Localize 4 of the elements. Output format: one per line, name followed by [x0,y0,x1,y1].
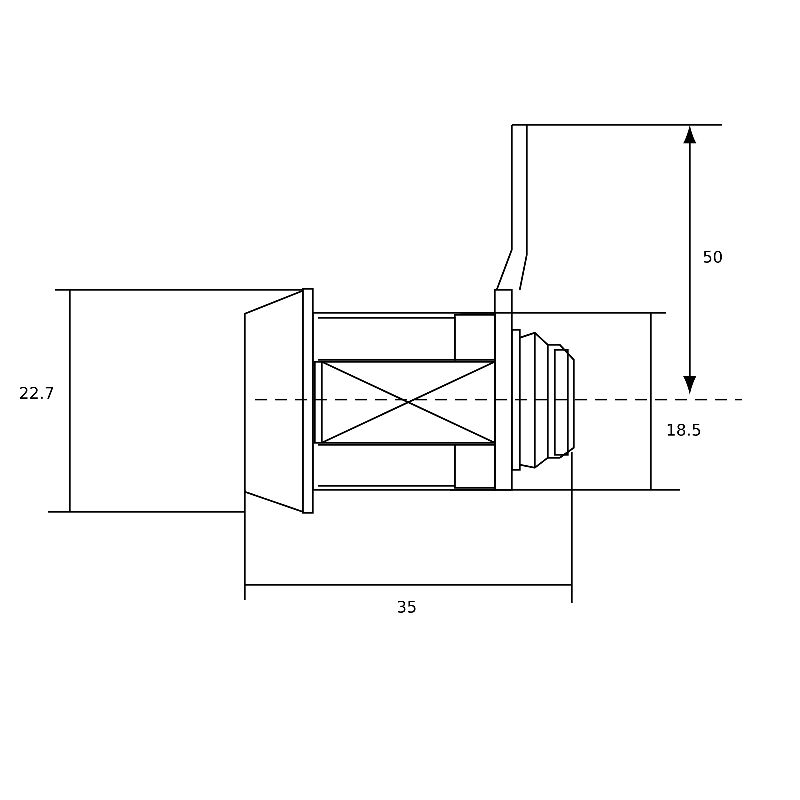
dimension-label: 50 [704,250,722,264]
dimension-label: 35 [398,600,416,614]
dimension-label: 18.5 [668,424,700,436]
dimension-label: 22.7 [20,387,54,399]
